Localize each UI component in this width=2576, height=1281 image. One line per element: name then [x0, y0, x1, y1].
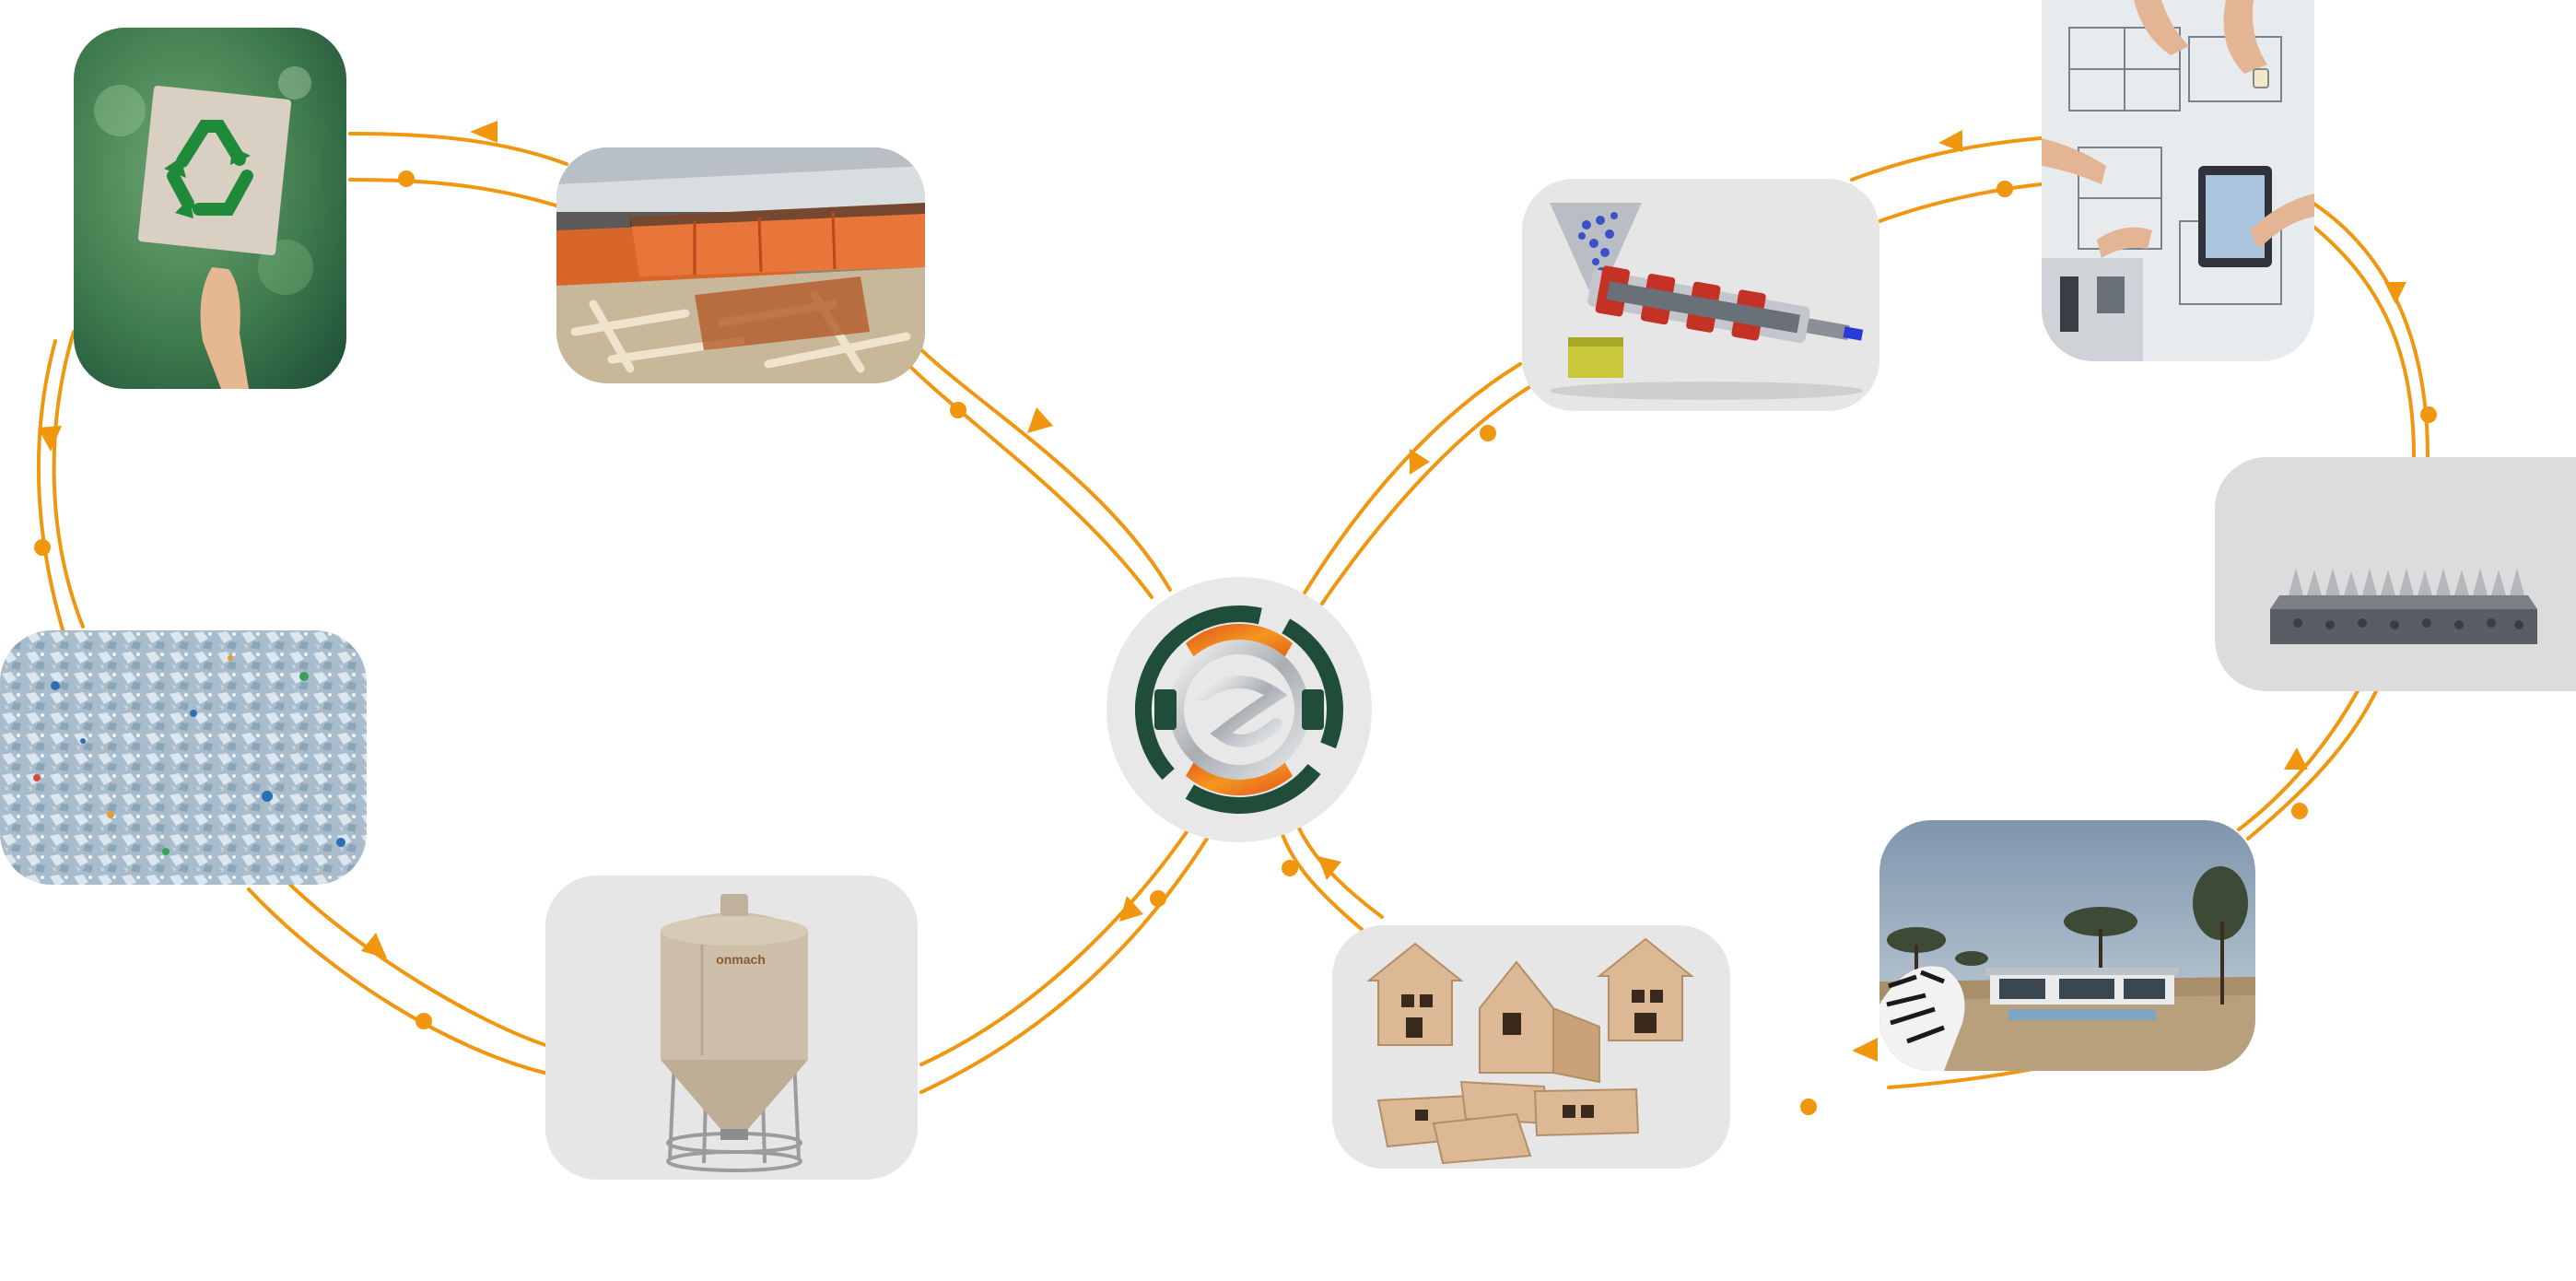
arrowhead — [470, 121, 498, 143]
flow-path-hub-to-extruder-inner — [1320, 385, 1531, 605]
flow-path-sign-to-flakes — [52, 330, 85, 629]
center-hub[interactable] — [1107, 577, 1372, 842]
arrowhead — [2384, 282, 2406, 304]
flow-path-extruder-to-plans-inner — [1878, 182, 2043, 223]
tile-printed-parts[interactable] — [2215, 457, 2576, 691]
tile-modular-house[interactable] — [1879, 820, 2255, 1071]
flow-dot — [416, 1013, 432, 1029]
tile-extruder[interactable] — [1522, 179, 1879, 411]
flow-path-parts-to-house — [2246, 688, 2379, 840]
flow-path-flakes-to-silo — [288, 883, 550, 1048]
tile-storage-silo[interactable]: onmach — [545, 876, 918, 1180]
flow-dot — [34, 539, 51, 556]
tile-plastic-flakes[interactable] — [0, 630, 367, 885]
arrowhead — [1410, 449, 1430, 475]
arrowhead — [1852, 1038, 1878, 1062]
flow-path-kits-to-hub — [1279, 828, 1365, 933]
arrowhead — [1317, 856, 1341, 880]
arrowhead — [2284, 747, 2308, 770]
tile-house-kits[interactable] — [1332, 925, 1730, 1169]
flow-path-plans-to-parts-inner — [2311, 224, 2416, 458]
modular-house-icon — [1879, 820, 2255, 1071]
flow-dot — [1996, 181, 2013, 197]
flow-path-skip-to-sign — [348, 132, 568, 166]
flow-dot — [1282, 860, 1298, 876]
flow-dot — [398, 170, 415, 187]
flow-dot — [1480, 425, 1496, 441]
flow-path-hub-to-extruder — [1302, 362, 1522, 596]
arrowhead — [1119, 896, 1143, 922]
flow-dot — [1800, 1099, 1817, 1115]
flow-dot — [2420, 406, 2437, 423]
extruder-machine-icon — [1522, 179, 1879, 411]
flow-path-silo-to-hub-inner — [919, 837, 1209, 1094]
tile-design-plans[interactable] — [2042, 0, 2314, 361]
flow-dot — [950, 402, 966, 418]
printed-samples-icon — [2215, 457, 2576, 691]
architect-plans-icon — [2042, 0, 2314, 361]
tile-recycle-sign[interactable] — [74, 28, 346, 389]
tile-waste-skips[interactable] — [556, 147, 925, 383]
flow-dot — [1150, 890, 1166, 907]
arrowhead — [1027, 407, 1053, 433]
flow-path-parts-to-house-inner — [2237, 688, 2360, 831]
flow-dot — [2291, 803, 2308, 819]
flow-path-silo-to-hub — [919, 828, 1190, 1066]
arrowhead — [361, 933, 387, 958]
flow-path-skip-to-sign-inner — [348, 178, 564, 209]
flow-path-left-top-inner — [901, 358, 1153, 599]
arrowhead — [1938, 130, 1962, 152]
flow-path-flakes-to-silo-inner — [247, 887, 550, 1075]
storage-silo-icon: onmach — [545, 876, 918, 1180]
recycling-symbol-icon — [74, 28, 346, 389]
flow-path-left-top — [910, 339, 1172, 592]
scrap-containers-icon — [556, 147, 925, 383]
circular-economy-logo-icon — [1135, 605, 1343, 814]
wooden-house-kit-icon — [1332, 925, 1730, 1169]
silo-brand-label: onmach — [716, 952, 766, 967]
arrowhead — [38, 426, 62, 452]
flow-path-sign-to-flakes-inner — [36, 339, 66, 638]
plastic-flakes-icon — [0, 630, 367, 885]
flow-path-extruder-to-plans — [1850, 136, 2043, 182]
